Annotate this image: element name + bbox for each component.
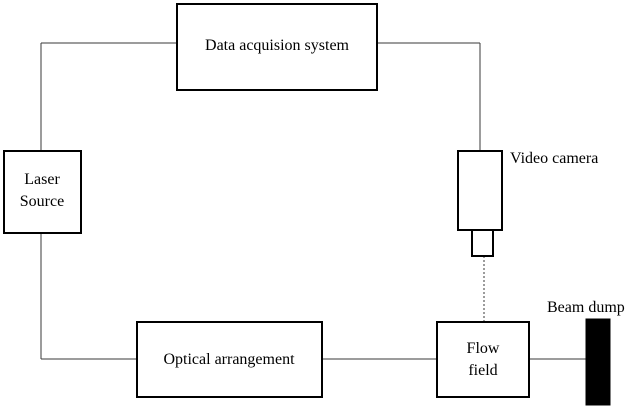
flow-field-label-line2: field: [468, 362, 497, 379]
data-acquisition-box: [176, 3, 378, 91]
video-camera-label: Video camera: [510, 150, 598, 167]
node-data-acquisition: Data acquision system: [176, 3, 378, 91]
node-laser-source: Laser Source: [3, 150, 82, 234]
node-optical-arrangement: Optical arrangement: [136, 321, 323, 398]
data-acquisition-label: Data acquision system: [205, 37, 350, 54]
node-flow-field: Flow field: [436, 321, 530, 398]
beam-dump-label: Beam dump: [547, 299, 625, 316]
laser-source-box: [3, 150, 82, 234]
beam-dump-block: [585, 318, 611, 406]
laser-source-label-line1: Laser: [24, 171, 60, 188]
flow-field-box: [436, 321, 530, 398]
video-camera-body: [457, 150, 503, 231]
node-beam-dump: Beam dump: [547, 299, 625, 406]
node-video-camera: Video camera: [457, 150, 598, 257]
laser-source-label-line2: Source: [20, 193, 64, 210]
optical-arrangement-label: Optical arrangement: [163, 351, 295, 368]
video-camera-lens: [471, 229, 494, 257]
optical-arrangement-box: [136, 321, 323, 398]
flow-field-label-line1: Flow: [467, 340, 500, 357]
